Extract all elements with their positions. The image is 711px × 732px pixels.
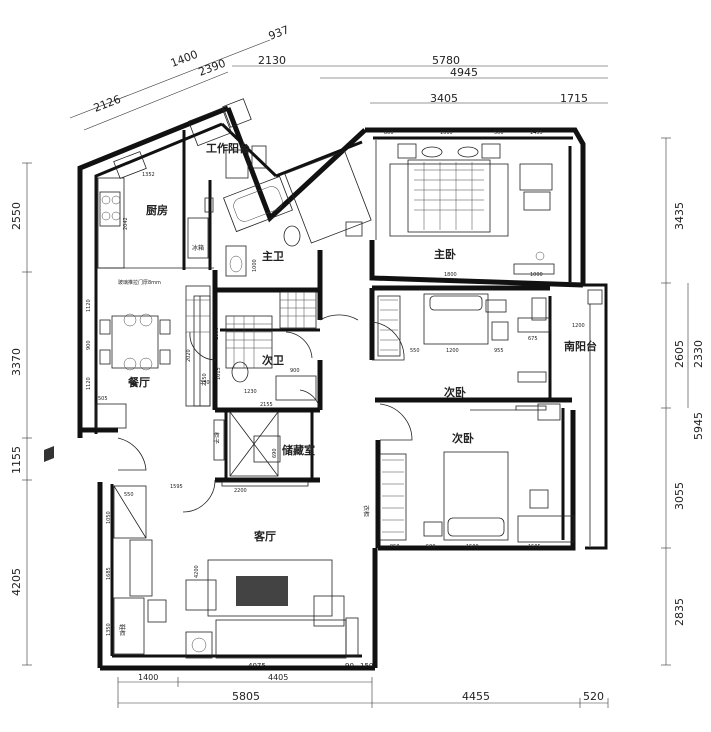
dim-550b: 550 (124, 492, 134, 498)
dining-fixtures (95, 285, 211, 429)
dim-1000c: 1000 (530, 272, 543, 278)
dim-1015: 1015 (216, 367, 222, 380)
dim-1155: 1155 (10, 446, 23, 474)
shoe-cabinet-label: 鞋柜 (118, 624, 126, 636)
dim-2390: 2390 (197, 57, 228, 79)
dim-937: 937 (267, 23, 291, 43)
dim-2150: 2150 (202, 373, 208, 386)
dim-1715: 1715 (560, 92, 588, 105)
dim-b-5805: 5805 (232, 690, 260, 703)
south-balcony-fixtures (587, 289, 603, 546)
storage-fixtures (213, 411, 281, 477)
dim-505: 505 (98, 396, 108, 402)
dim-1595: 1595 (170, 484, 183, 490)
dim-1000a: 1000 (252, 259, 258, 272)
dim-4945: 4945 (450, 66, 478, 79)
dim-4200: 4200 (194, 565, 200, 578)
dim-2126: 2126 (92, 93, 123, 115)
dim-1120b: 1120 (86, 377, 92, 390)
dim-5945: 5945 (692, 412, 705, 440)
dim-500b: 500 (426, 544, 436, 550)
room-second-bath: 次卫 (262, 353, 284, 367)
dim-2130: 2130 (258, 54, 286, 67)
dim-1500: 1500 (466, 544, 479, 550)
dim-1685: 1685 (106, 567, 112, 580)
dim-2835: 2835 (673, 598, 686, 626)
dim-950: 950 (390, 544, 400, 550)
dim-2042: 2042 (123, 217, 129, 230)
room-storage: 储藏室 (282, 443, 315, 457)
entrance-arrow-icon (44, 446, 54, 462)
dim-3370: 3370 (10, 348, 23, 376)
dim-1800: 1800 (444, 272, 457, 278)
dim-b-520: 520 (583, 690, 604, 703)
wardrobe-label: 衣柜 (362, 505, 370, 517)
dim-2155: 2155 (260, 402, 273, 408)
sliding-panel (221, 481, 309, 487)
dim-1050: 1050 (106, 511, 112, 524)
dim-675: 675 (528, 336, 538, 342)
second-bedroom-b-fixtures (379, 403, 575, 543)
room-work-balcony: 工作阳台 (206, 141, 250, 155)
dim-4205: 4205 (10, 568, 23, 596)
living-fixtures (113, 485, 359, 659)
main-bath-fixtures (223, 150, 372, 277)
room-south-balcony: 南阳台 (564, 339, 597, 353)
exterior-walls (77, 105, 608, 671)
master-bedroom-fixtures (375, 140, 555, 275)
room-main-bath: 主卫 (262, 249, 284, 263)
dim-1120a: 1120 (86, 299, 92, 312)
dim-1350: 1350 (106, 623, 112, 636)
dim-b-4405: 4405 (268, 673, 288, 682)
dim-1230: 1230 (244, 389, 257, 395)
dim-5780: 5780 (432, 54, 460, 67)
dim-2200: 2200 (234, 488, 247, 494)
work-balcony-fixtures (188, 98, 267, 179)
fridge-label: 冰箱 (192, 244, 204, 252)
coffee-table (236, 576, 288, 606)
dim-1352: 1352 (142, 172, 155, 178)
dim-690: 690 (272, 448, 278, 458)
doors (117, 314, 413, 513)
dim-3055: 3055 (673, 482, 686, 510)
dim-b-1400: 1400 (138, 673, 158, 682)
dim-1455: 1455 (530, 130, 543, 136)
dim-900b: 900 (290, 368, 300, 374)
dim-550: 550 (410, 348, 420, 354)
dim-1200a: 1200 (572, 323, 585, 329)
dimension-lines (22, 39, 689, 708)
dim-1400: 1400 (169, 48, 200, 70)
second-bedroom-a-fixtures (377, 293, 551, 383)
cabinet-v-label: 柜子 (212, 432, 220, 444)
dim-955: 955 (494, 348, 504, 354)
room-dining: 餐厅 (127, 375, 150, 389)
dim-1505: 1505 (528, 544, 541, 550)
dim-3435: 3435 (673, 202, 686, 230)
dim-b-4455: 4455 (462, 690, 490, 703)
dim-1000b: 1000 (214, 327, 220, 340)
dim-2330: 2330 (692, 340, 705, 368)
kitchen-fixtures (96, 151, 214, 269)
dim-800: 800 (384, 130, 394, 136)
dim-2020: 2020 (186, 349, 192, 362)
dim-2550: 2550 (10, 202, 23, 230)
dim-1200b: 1200 (446, 348, 459, 354)
dim-500: 500 (494, 130, 504, 136)
room-kitchen: 厨房 (146, 203, 168, 217)
room-second-bedroom-a: 次卧 (444, 385, 466, 399)
room-living: 客厅 (253, 529, 276, 543)
dim-350: 350 (200, 380, 210, 386)
dim-3405: 3405 (430, 92, 458, 105)
sideboard-note: 玻璃推拉门厚8mm (118, 279, 161, 286)
dim-1600: 1600 (440, 130, 453, 136)
dim-900a: 900 (86, 340, 92, 350)
room-second-bedroom-b: 次卧 (452, 431, 474, 445)
dim-2605: 2605 (673, 340, 686, 368)
room-master-bedroom: 主卧 (434, 247, 456, 261)
